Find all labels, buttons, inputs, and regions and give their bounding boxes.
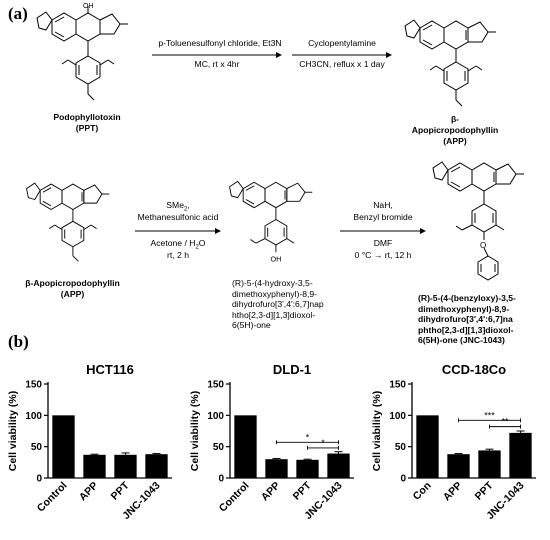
bar (234, 415, 257, 478)
app-structure-row2 (26, 182, 110, 262)
podophyllotoxin-structure: OH (36, 3, 128, 101)
y-axis-label: Cell viability (%) (371, 391, 383, 472)
oh-atom-label-2: OH (270, 254, 281, 263)
intermediate-name-l4: htho[2,3-d][1,3]dioxol- (232, 309, 316, 320)
jnc-name-l1: (R)-5-(4-(benzyloxy)-3,5- (418, 293, 516, 303)
arrow-4-reagent-l2: Benzyl bromide (353, 212, 413, 222)
arrow-1-reagent-bottom: MC, rt x 4hr (194, 59, 240, 69)
ppt-name: Podophyllotoxin (53, 112, 121, 122)
x-tick-label: Control (35, 480, 70, 515)
y-tick-label: 100 (25, 411, 42, 422)
hydroxy-intermediate-structure: OH (229, 180, 313, 263)
significance-label: ** (501, 417, 509, 427)
y-tick-label: 0 (36, 474, 42, 485)
ppt-abbr: (PPT) (75, 123, 99, 133)
jnc-1043-structure: O (432, 161, 524, 281)
app-name-line1: β- (450, 114, 460, 124)
y-tick-label: 150 (207, 380, 224, 391)
x-tick-label: Con (411, 480, 434, 503)
y-tick-label: 150 (389, 380, 406, 391)
y-tick-label: 50 (395, 442, 407, 453)
bar (509, 432, 532, 478)
bar (265, 459, 288, 478)
arrow-4-reagent-l1: NaH, (373, 200, 393, 210)
intermediate-name-l1: (R)-5-(4-hydroxy-3,5- (232, 278, 313, 288)
reaction-arrow-3 (135, 228, 221, 234)
significance-label: *** (484, 410, 495, 420)
bar (447, 454, 470, 478)
x-tick-label: APP (441, 480, 465, 504)
jnc-name-l2: dimethoxyphenyl)-8,9- (418, 303, 510, 314)
y-tick-label: 100 (389, 411, 406, 422)
arrow-4-reagent-l3: DMF (373, 238, 393, 248)
reaction-arrow-4 (340, 228, 426, 234)
intermediate-name-l5: 6(5H)-one (232, 320, 271, 330)
intermediate-name: (R)-5-(4-hydroxy-3,5- dimethoxyphenyl)-8… (232, 278, 362, 331)
y-tick-label: 50 (31, 442, 43, 453)
y-tick-label: 0 (218, 474, 224, 485)
bar (327, 453, 350, 478)
arrow-3-reagent-l1: SMe2, (166, 200, 190, 213)
y-tick-label: 150 (25, 380, 42, 391)
x-tick-label: PPT (109, 479, 132, 502)
y-tick-label: 50 (213, 442, 225, 453)
arrow-3-reagent-l4: rt, 2 h (167, 250, 189, 260)
significance-label: * (321, 438, 325, 448)
reaction-arrow-1 (152, 52, 282, 58)
x-tick-label: APP (259, 480, 283, 504)
bar (114, 454, 137, 478)
app-abbr: (APP) (443, 136, 467, 146)
o-atom-label: O (480, 241, 486, 250)
jnc-1043-name: (R)-5-(4-(benzyloxy)-3,5- dimethoxypheny… (418, 293, 548, 346)
intermediate-name-l2: dimethoxyphenyl)-8,9- (232, 288, 318, 299)
app-name-line2: Apopicropodophyllin (411, 125, 499, 135)
panel-b-label: (b) (8, 332, 29, 351)
y-axis-label: Cell viability (%) (7, 391, 19, 472)
y-axis-label: Cell viability (%) (189, 391, 201, 472)
x-tick-label: PPT (291, 479, 314, 502)
jnc-name-l5: 6(5H)-one (JNC-1043) (418, 335, 505, 345)
y-tick-label: 0 (400, 474, 406, 485)
jnc-name-l3: dihydrofuro[3',4':6,7]na (418, 314, 513, 324)
jnc-name-l4: phtho[2,3-d][1,3]dioxol- (418, 324, 514, 335)
y-tick-label: 100 (207, 411, 224, 422)
arrow-2-reagent-top: Cyclopentylamine (308, 38, 376, 48)
bar (52, 415, 75, 478)
apopicropodophyllin-structure (404, 19, 496, 107)
oh-atom-label: OH (83, 3, 94, 10)
arrow-4-reagent-l4: 0 °C → rt, 12 h (354, 250, 412, 260)
x-tick-label: PPT (473, 479, 496, 502)
arrow-1-reagent-top: p-Toluenesulfonyl chloride, Et3N (158, 38, 282, 48)
significance-label: * (306, 432, 310, 442)
bar (296, 459, 319, 478)
arrow-3-reagent-l2: Methanesulfonic acid (137, 212, 219, 222)
chart-title: CCD-18Co (442, 362, 506, 377)
bar (416, 415, 439, 478)
bar (145, 454, 168, 478)
bar (478, 450, 501, 478)
panel-a-label: (a) (8, 4, 28, 23)
app-row2-abbr: (APP) (60, 289, 85, 299)
intermediate-name-l3: dihydrofuro[3',4':6,7]nap (232, 299, 324, 309)
arrow-3-reagent-l3: Acetone / H2O (150, 238, 206, 251)
bar (83, 454, 106, 478)
reaction-arrow-2 (292, 52, 392, 58)
app-row2-name: β-Apopicropodophyllin (25, 278, 120, 288)
x-tick-label: APP (77, 480, 101, 504)
chart-title: DLD-1 (273, 362, 311, 377)
chart-title: HCT116 (86, 362, 134, 377)
arrow-2-reagent-bottom: CH3CN, reflux x 1 day (299, 59, 385, 69)
x-tick-label: Control (217, 480, 252, 515)
